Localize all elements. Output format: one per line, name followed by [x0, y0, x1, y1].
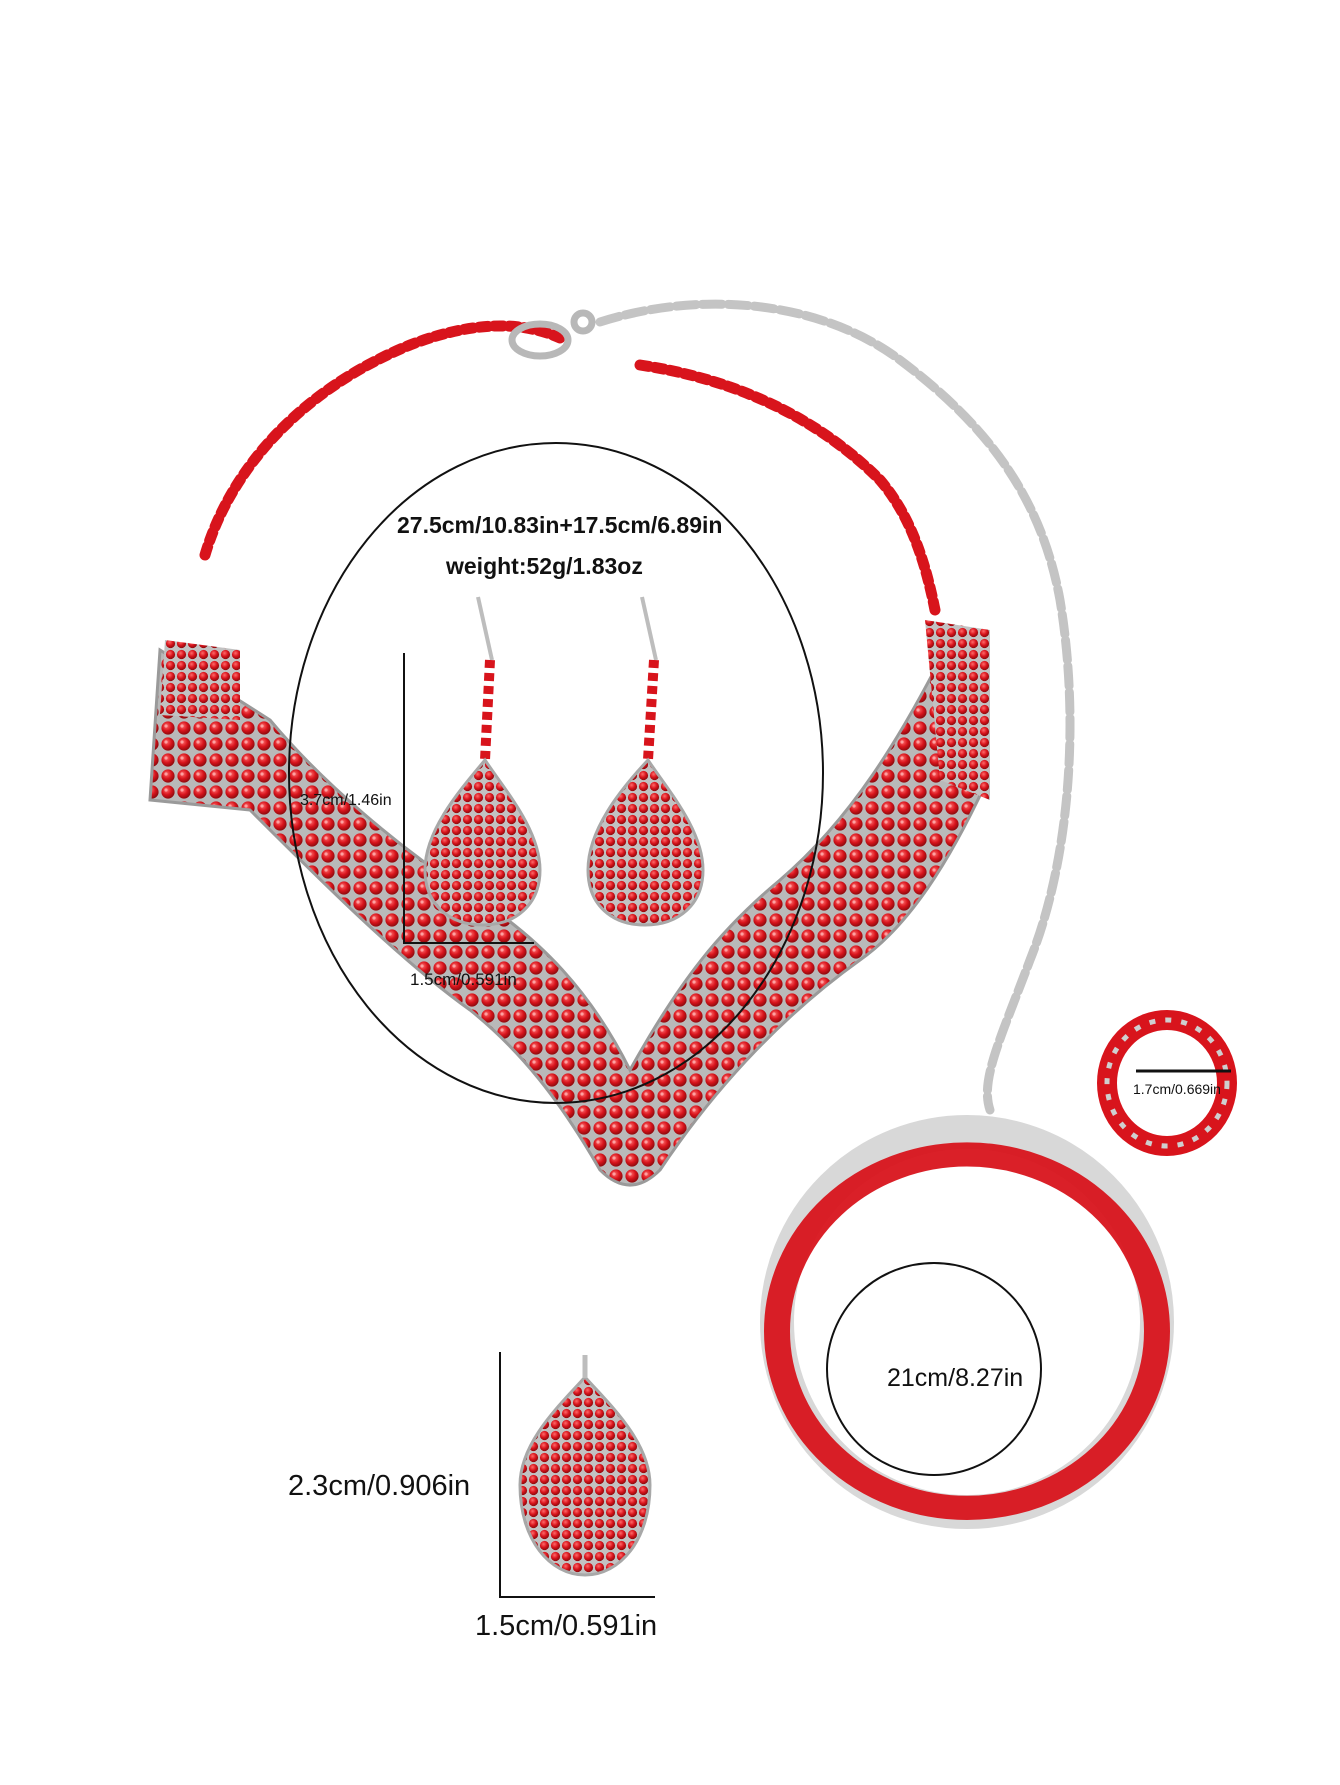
earring-callout-oval: [288, 442, 824, 1104]
extension-chain: [595, 299, 1075, 1115]
necklace-tier-right: [925, 620, 990, 800]
pendant-height-label: 2.3cm/0.906in: [288, 1470, 471, 1502]
earring-width-label: 1.5cm/0.591in: [410, 970, 517, 989]
necklace-chain: [199, 320, 566, 561]
earring-left: [423, 596, 542, 927]
ring-diameter-label: 1.7cm/0.669in: [1133, 1081, 1221, 1097]
bracelet-dimension-circle: [826, 1262, 1042, 1476]
necklace-pendant: [518, 1374, 652, 1577]
bracelet-diameter-label: 21cm/8.27in: [887, 1364, 1024, 1392]
lobster-clasp: [508, 309, 596, 360]
necklace-chain-right: [634, 359, 941, 616]
earring-dimension-lines: [403, 653, 534, 944]
bracelet: [760, 1115, 1174, 1529]
earring-right: [586, 596, 705, 927]
pendant-width-label: 1.5cm/0.591in: [475, 1610, 658, 1642]
necklace-length-label: 27.5cm/10.83in+17.5cm/6.89in: [397, 512, 723, 538]
earring-height-label: 3.7cm/1.46in: [300, 792, 392, 809]
necklace-body: [148, 635, 987, 1187]
ring: [1097, 1010, 1237, 1156]
weight-label: weight:52g/1.83oz: [446, 553, 643, 579]
pendant-dimension-lines: [499, 1352, 655, 1598]
necklace-tier-left: [160, 640, 240, 720]
